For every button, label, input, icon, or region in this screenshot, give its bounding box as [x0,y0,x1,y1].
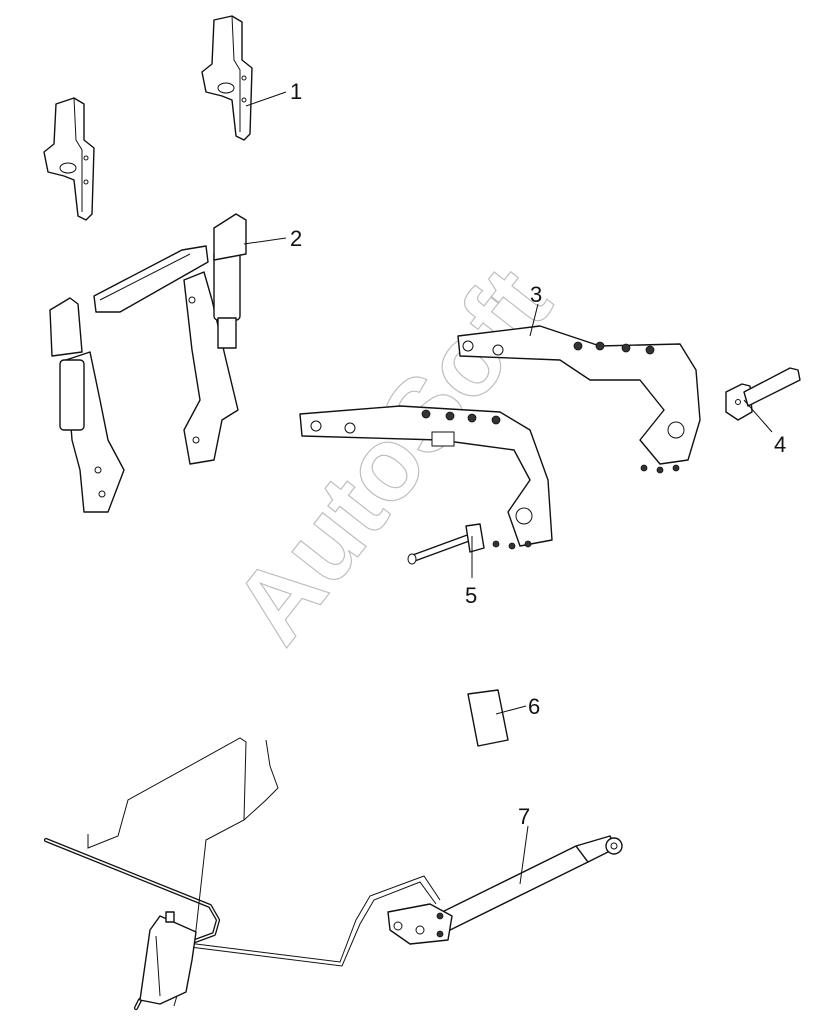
callout-3: 3 [530,282,542,307]
part-7-hydraulic-lines [43,737,441,1011]
leader-6 [495,705,527,715]
part-5-pin [407,523,485,565]
callout-1: 1 [290,79,302,104]
part-4-brace-bracket [725,367,801,421]
leader-2 [243,237,287,245]
part-1-hook-bracket-left [43,97,95,221]
leader-1 [245,91,287,107]
callout-5: 5 [465,583,477,608]
leader-3 [529,303,539,337]
part-6-decal [467,689,509,747]
callout-7: 7 [518,804,530,829]
part-3-lower-link-arms [299,325,701,550]
callout-4: 4 [774,432,786,457]
callout-2: 2 [290,226,302,251]
leader-7 [519,825,529,885]
part-1-hook-bracket-right [201,15,253,141]
part-2-lift-frame [49,213,247,513]
part-7-hydraulic-cylinder [387,835,623,945]
leader-4 [743,399,773,433]
leader-lines [243,91,773,885]
callout-6: 6 [528,694,540,719]
